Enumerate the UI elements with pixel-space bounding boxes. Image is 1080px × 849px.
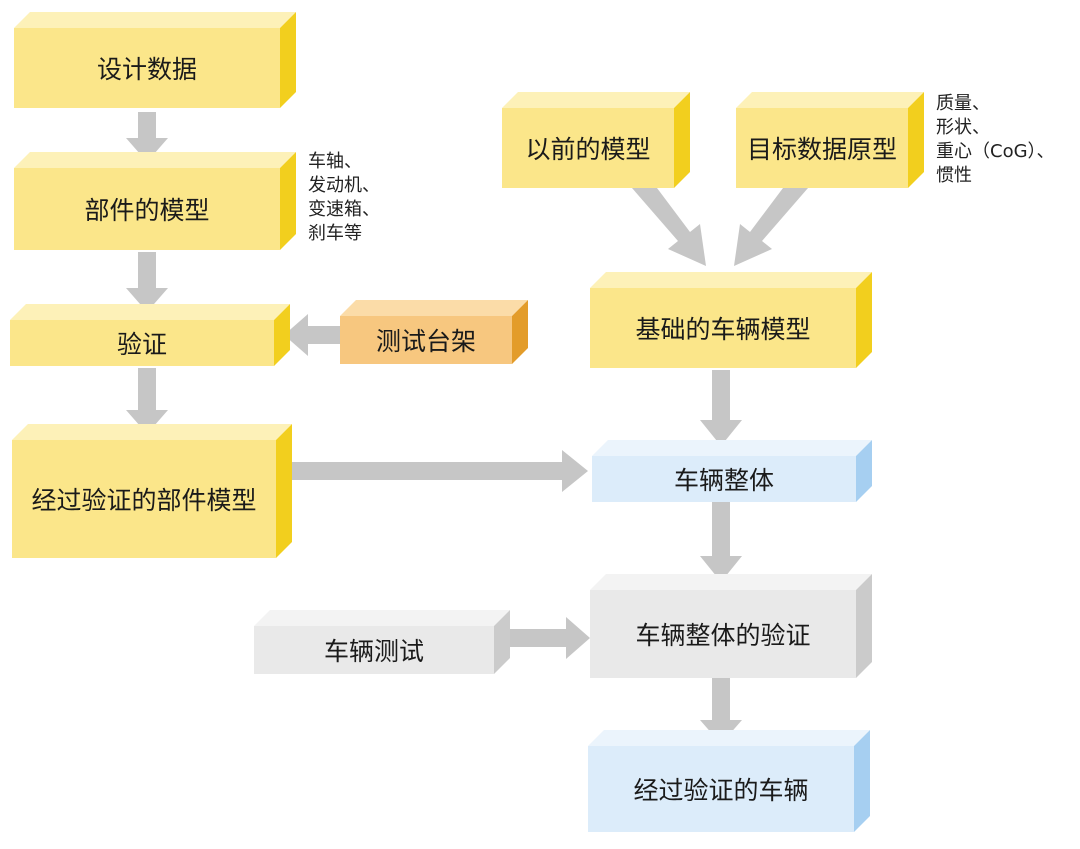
verified-component-model-node: 经过验证的部件模型	[12, 424, 292, 558]
node-label: 验证	[10, 320, 274, 366]
node-label: 测试台架	[340, 316, 512, 364]
node-label: 车辆测试	[254, 626, 494, 674]
arrow-verification-to-verified-vehicle	[700, 678, 742, 744]
node-label: 车辆整体	[592, 456, 856, 502]
node-label: 经过验证的部件模型	[12, 440, 276, 558]
node-label: 以前的模型	[502, 108, 674, 188]
verification-node: 验证	[10, 304, 290, 366]
node-label: 设计数据	[14, 28, 280, 108]
node-label: 基础的车辆模型	[590, 288, 856, 368]
arrow-base-to-vehicle	[700, 370, 742, 446]
note-line: 惯性	[936, 165, 972, 186]
arrow-verification-to-verified	[126, 368, 168, 434]
arrow-previous-to-base	[632, 176, 706, 266]
arrow-design-to-component	[126, 112, 168, 162]
note-line: 质量、	[936, 93, 990, 114]
arrow-component-to-verification	[126, 252, 168, 312]
design-data-node: 设计数据	[14, 12, 296, 108]
node-label: 车辆整体的验证	[590, 590, 856, 678]
arrow-verified-to-vehicle	[292, 450, 588, 492]
node-label: 部件的模型	[14, 168, 280, 250]
arrow-target-to-base	[734, 176, 808, 266]
note-line: 形状、	[936, 117, 990, 138]
node-label: 目标数据原型	[736, 108, 908, 188]
note-line: 发动机、	[308, 175, 380, 196]
target-attributes-note: 质量、 形状、 重心（CoG）、 惯性	[936, 92, 1055, 188]
note-line: 车轴、	[308, 151, 362, 172]
previous-model-node: 以前的模型	[502, 92, 690, 188]
note-line: 变速箱、	[308, 199, 380, 220]
arrow-vehicle-to-verification	[700, 502, 742, 582]
component-model-node: 部件的模型	[14, 152, 296, 250]
verified-vehicle-node: 经过验证的车辆	[588, 730, 870, 832]
target-data-prototype-node: 目标数据原型	[736, 92, 924, 188]
arrow-testrig-to-verification	[284, 314, 340, 356]
base-vehicle-model-node: 基础的车辆模型	[590, 272, 872, 368]
vehicle-whole-node: 车辆整体	[592, 440, 872, 502]
vehicle-test-node: 车辆测试	[254, 610, 510, 674]
arrow-vehicletest-to-verification	[510, 617, 590, 659]
test-rig-node: 测试台架	[340, 300, 528, 364]
note-line: 重心（CoG）、	[936, 141, 1055, 162]
note-line: 刹车等	[308, 223, 362, 244]
component-examples-note: 车轴、 发动机、 变速箱、 刹车等	[308, 150, 380, 246]
node-label: 经过验证的车辆	[588, 746, 854, 832]
vehicle-whole-verification-node: 车辆整体的验证	[590, 574, 872, 678]
